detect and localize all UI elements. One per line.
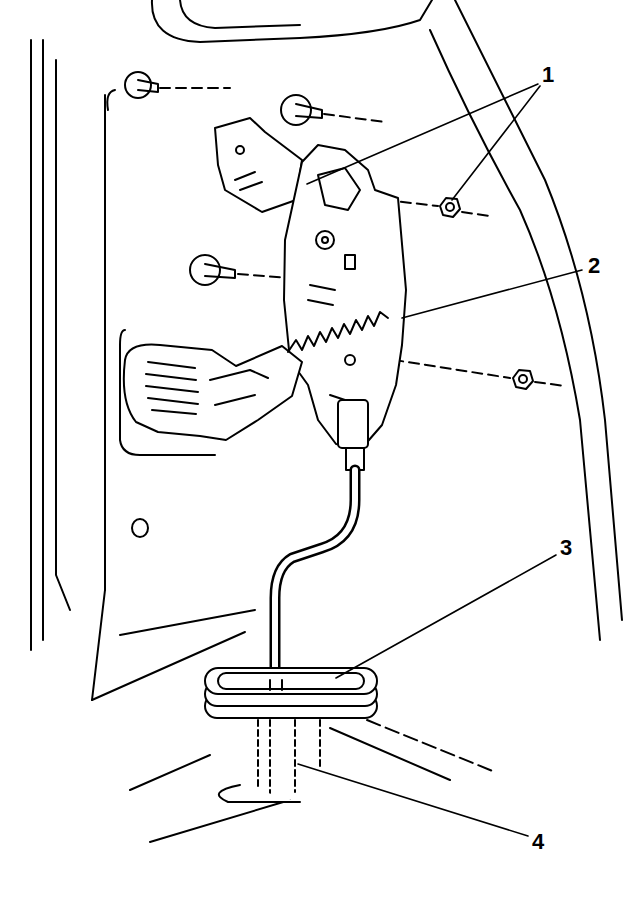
- callout-number: 2: [588, 255, 600, 277]
- mounting-bracket: [215, 118, 302, 212]
- brake-pedal: [124, 345, 302, 440]
- leader-lines: [298, 84, 582, 836]
- callout-number: 4: [532, 831, 544, 853]
- door-pillar: [31, 40, 70, 650]
- cable-grommet: [205, 668, 377, 802]
- body-panel: [92, 0, 622, 842]
- brake-cable: [275, 470, 355, 690]
- pedal-assembly: [284, 145, 406, 448]
- cable-end: [338, 400, 368, 470]
- return-spring: [288, 312, 388, 352]
- callout-number: 3: [560, 537, 572, 559]
- callout-number: 1: [542, 64, 554, 86]
